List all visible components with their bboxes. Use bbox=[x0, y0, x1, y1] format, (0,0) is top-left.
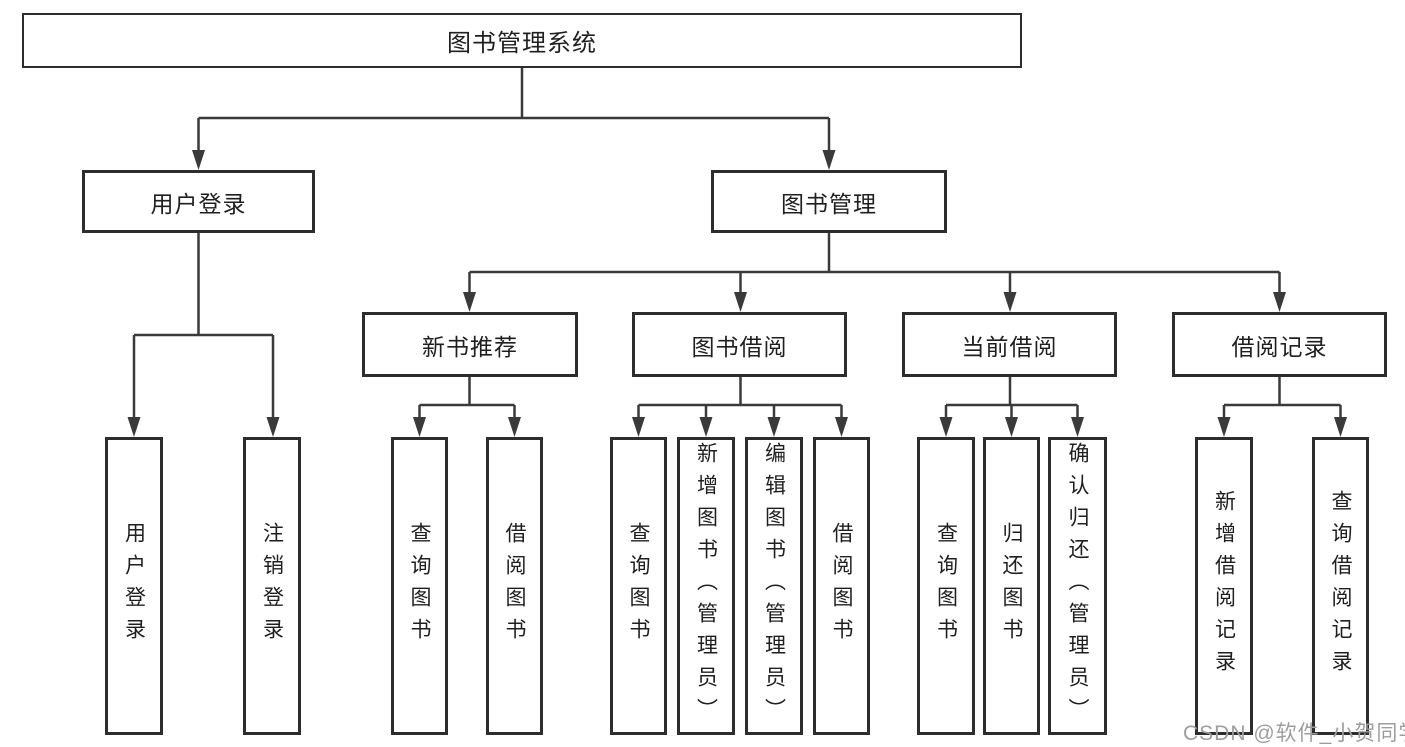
node-label: 查询图书 bbox=[934, 522, 958, 650]
node-label: 编辑图书（管理员） bbox=[762, 442, 786, 730]
node-leaf-edit-books-admin: 编辑图书（管理员） bbox=[745, 437, 803, 735]
node-label: 新书推荐 bbox=[422, 333, 518, 360]
node-label: 查询图书 bbox=[627, 522, 650, 650]
node-leaf-logout-login: 注销登录 bbox=[243, 437, 301, 735]
node-book-borrowing: 图书借阅 bbox=[632, 312, 847, 377]
node-label: 用户登录 bbox=[122, 522, 146, 650]
node-label: 当前借阅 bbox=[961, 333, 1058, 360]
node-current-borrowing: 当前借阅 bbox=[902, 312, 1117, 377]
node-leaf-confirm-return-admin: 确认归还（管理员） bbox=[1048, 437, 1107, 735]
node-new-book-recommend: 新书推荐 bbox=[362, 312, 578, 377]
node-label: 归还图书 bbox=[1000, 522, 1023, 650]
node-leaf-borrow-books-borrowing: 借阅图书 bbox=[813, 437, 870, 735]
node-user-login: 用户登录 bbox=[82, 170, 315, 233]
node-leaf-borrow-books-recommend: 借阅图书 bbox=[486, 437, 543, 735]
node-leaf-user-login: 用户登录 bbox=[105, 437, 163, 735]
node-label: 借阅图书 bbox=[503, 522, 526, 650]
node-book-management: 图书管理 bbox=[711, 170, 947, 233]
node-library-management-system: 图书管理系统 bbox=[22, 13, 1022, 68]
node-label: 注销登录 bbox=[260, 522, 284, 650]
node-label: 借阅图书 bbox=[830, 522, 853, 650]
node-leaf-add-books-admin: 新增图书（管理员） bbox=[677, 437, 735, 735]
node-leaf-query-books-current: 查询图书 bbox=[917, 437, 975, 735]
node-label: 新增图书（管理员） bbox=[694, 442, 718, 730]
node-leaf-query-borrow-record: 查询借阅记录 bbox=[1312, 437, 1369, 735]
node-label: 图书管理 bbox=[781, 190, 877, 217]
node-label: 图书管理系统 bbox=[447, 30, 597, 57]
node-label: 查询借阅记录 bbox=[1329, 490, 1352, 682]
node-label: 图书借阅 bbox=[691, 333, 788, 360]
csdn-watermark: CSDN @软件_小贺同学 bbox=[1183, 722, 1405, 745]
node-leaf-query-books-recommend: 查询图书 bbox=[391, 437, 448, 735]
node-label: 新增借阅记录 bbox=[1212, 490, 1236, 682]
node-leaf-return-books: 归还图书 bbox=[983, 437, 1040, 735]
node-label: 确认归还（管理员） bbox=[1066, 442, 1089, 730]
node-leaf-query-books-borrowing: 查询图书 bbox=[610, 437, 667, 735]
node-label: 借阅记录 bbox=[1231, 333, 1328, 360]
node-label: 用户登录 bbox=[150, 190, 247, 217]
node-borrowing-records: 借阅记录 bbox=[1172, 312, 1387, 377]
node-label: 查询图书 bbox=[408, 522, 431, 650]
node-leaf-add-borrow-record: 新增借阅记录 bbox=[1195, 437, 1253, 735]
